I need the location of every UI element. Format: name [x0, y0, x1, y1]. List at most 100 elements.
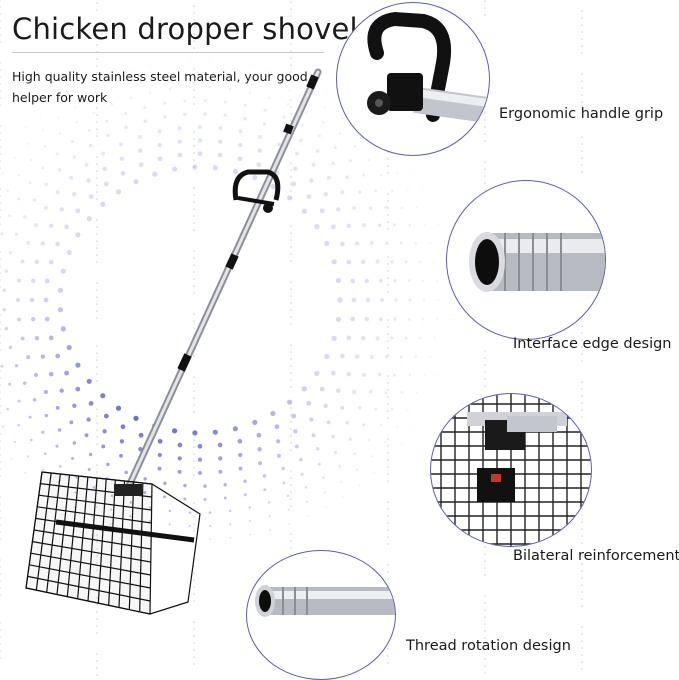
background-speck	[0, 153, 1, 155]
background-dot	[163, 115, 167, 119]
background-speck	[0, 321, 1, 323]
background-dot	[436, 298, 440, 302]
background-dot	[102, 429, 107, 434]
background-speck	[193, 467, 195, 469]
background-dot	[314, 370, 320, 376]
background-speck	[387, 158, 389, 160]
background-dot	[368, 389, 373, 394]
background-speck	[290, 372, 292, 374]
background-dot	[256, 162, 262, 168]
background-speck	[387, 508, 389, 510]
background-speck	[581, 402, 583, 404]
background-dot	[41, 430, 45, 434]
background-speck	[387, 326, 389, 328]
background-speck	[96, 660, 98, 662]
background-speck	[290, 379, 292, 381]
background-dot	[237, 438, 243, 444]
background-speck	[96, 541, 98, 543]
background-dot	[249, 64, 252, 67]
background-dot	[338, 465, 341, 468]
background-speck	[193, 33, 195, 35]
background-dot	[28, 415, 32, 419]
background-speck	[0, 335, 1, 337]
background-dot	[92, 111, 96, 114]
background-speck	[0, 454, 1, 456]
background-dot	[143, 119, 147, 123]
background-dot	[109, 522, 112, 525]
wire-basket	[25, 471, 201, 615]
background-dot	[436, 279, 439, 282]
background-speck	[0, 69, 1, 71]
background-dot	[362, 373, 366, 377]
background-speck	[96, 170, 98, 172]
background-speck	[96, 135, 98, 137]
background-speck	[96, 261, 98, 263]
background-dot	[443, 356, 446, 359]
background-speck	[387, 452, 389, 454]
background-speck	[290, 365, 292, 367]
background-dot	[13, 440, 16, 444]
background-dot	[306, 401, 312, 406]
background-dot	[133, 415, 139, 421]
background-speck	[387, 564, 389, 566]
interface-edge-closeup	[469, 232, 605, 292]
background-speck	[581, 38, 583, 40]
background-dot	[55, 444, 59, 448]
background-speck	[290, 302, 292, 304]
background-speck	[96, 359, 98, 361]
background-speck	[387, 396, 389, 398]
background-speck	[484, 574, 486, 576]
background-dot	[34, 259, 40, 264]
background-dot	[49, 372, 54, 377]
background-dot	[307, 515, 309, 518]
background-dot	[306, 194, 312, 199]
background-dot	[197, 151, 203, 157]
background-dot	[13, 156, 16, 160]
background-dot	[301, 208, 307, 214]
background-speck	[387, 522, 389, 524]
background-dot	[232, 426, 238, 432]
background-dot	[55, 152, 59, 156]
background-speck	[0, 265, 1, 267]
background-speck	[581, 318, 583, 320]
background-speck	[96, 604, 98, 606]
background-speck	[0, 223, 1, 225]
background-dot	[422, 298, 426, 302]
background-speck	[290, 547, 292, 549]
background-dot	[119, 439, 125, 444]
background-dot	[137, 134, 142, 139]
background-dot	[197, 138, 203, 143]
background-speck	[0, 160, 1, 162]
background-speck	[387, 662, 389, 664]
background-speck	[96, 93, 98, 95]
background-dot	[304, 111, 308, 114]
background-dot	[41, 166, 45, 170]
background-dot	[340, 190, 345, 195]
background-speck	[193, 600, 195, 602]
background-speck	[193, 12, 195, 14]
background-dot	[120, 424, 126, 430]
background-speck	[193, 530, 195, 532]
background-speck	[290, 71, 292, 73]
background-dot	[66, 249, 72, 256]
background-speck	[0, 286, 1, 288]
background-speck	[581, 647, 583, 649]
background-dot	[72, 155, 77, 159]
background-speck	[0, 503, 1, 505]
background-dot	[270, 410, 276, 417]
background-speck	[96, 464, 98, 466]
background-dot	[8, 382, 12, 386]
background-speck	[581, 150, 583, 152]
background-speck	[96, 72, 98, 74]
background-dot	[57, 428, 62, 432]
background-speck	[193, 355, 195, 357]
background-dot	[384, 440, 387, 444]
thread-rotation-closeup	[255, 585, 395, 617]
background-dot	[379, 173, 383, 177]
background-dot	[105, 119, 109, 123]
background-dot	[152, 171, 158, 177]
background-dot	[22, 381, 27, 385]
background-dot	[1, 172, 4, 175]
background-speck	[96, 674, 98, 676]
background-dot	[57, 307, 64, 313]
